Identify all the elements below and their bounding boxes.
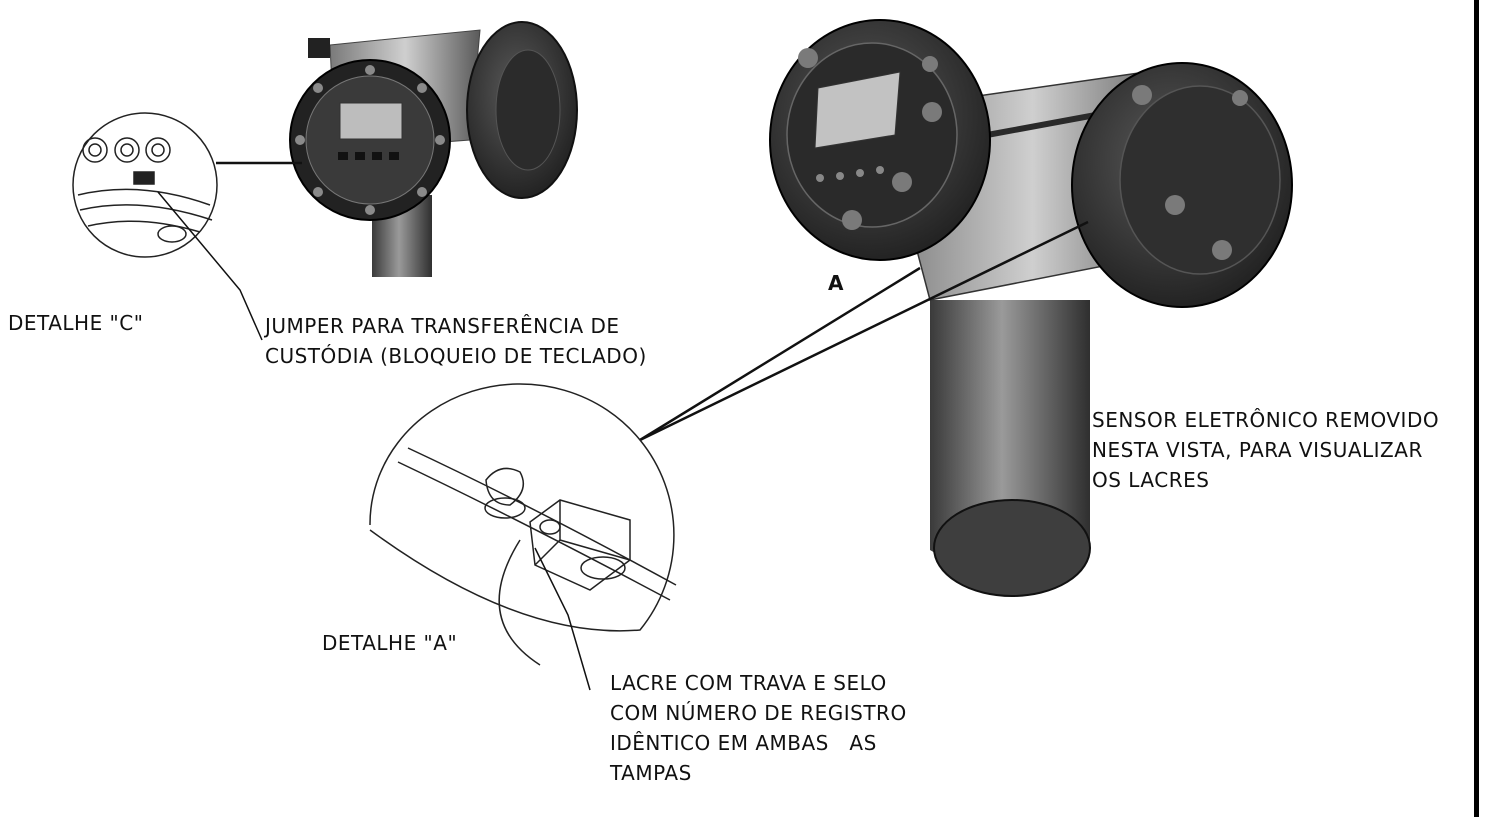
detail-a-label: DETALHE "A": [322, 631, 458, 655]
marker-a-label: A: [828, 271, 844, 295]
detail-c-label: DETALHE "C": [8, 311, 144, 335]
lacre-label-line-1: LACRE COM TRAVA E SELO: [610, 671, 887, 695]
small-transmitter-image: [289, 21, 578, 277]
right-border-bar: [1474, 0, 1479, 817]
sensor-note-line-1: SENSOR ELETRÔNICO REMOVIDO: [1092, 408, 1440, 432]
lacre-label: LACRE COM TRAVA E SELO COM NÚMERO DE REG…: [610, 668, 907, 788]
sensor-note-line-3: OS LACRES: [1092, 468, 1210, 492]
large-transmitter-image: [769, 19, 1293, 597]
sensor-note-line-2: NESTA VISTA, PARA VISUALIZAR: [1092, 438, 1423, 462]
lacre-leader: [534, 547, 591, 691]
detail-a-drawing: [369, 383, 677, 666]
lacre-label-line-2: COM NÚMERO DE REGISTRO: [610, 701, 907, 725]
jumper-label-line-1: JUMPER PARA TRANSFERÊNCIA DE: [265, 314, 620, 338]
lacre-label-line-3: IDÊNTICO EM AMBAS AS: [610, 731, 877, 755]
detail-a-leaders: [639, 220, 1089, 442]
jumper-label-line-2: CUSTÓDIA (BLOQUEIO DE TECLADO): [265, 344, 647, 368]
jumper-leader: [157, 191, 263, 341]
lacre-label-line-4: TAMPAS: [610, 761, 692, 785]
sensor-note: SENSOR ELETRÔNICO REMOVIDO NESTA VISTA, …: [1092, 405, 1439, 495]
jumper-label: JUMPER PARA TRANSFERÊNCIA DE CUSTÓDIA (B…: [265, 311, 647, 371]
detail-c-drawing: [72, 112, 218, 258]
